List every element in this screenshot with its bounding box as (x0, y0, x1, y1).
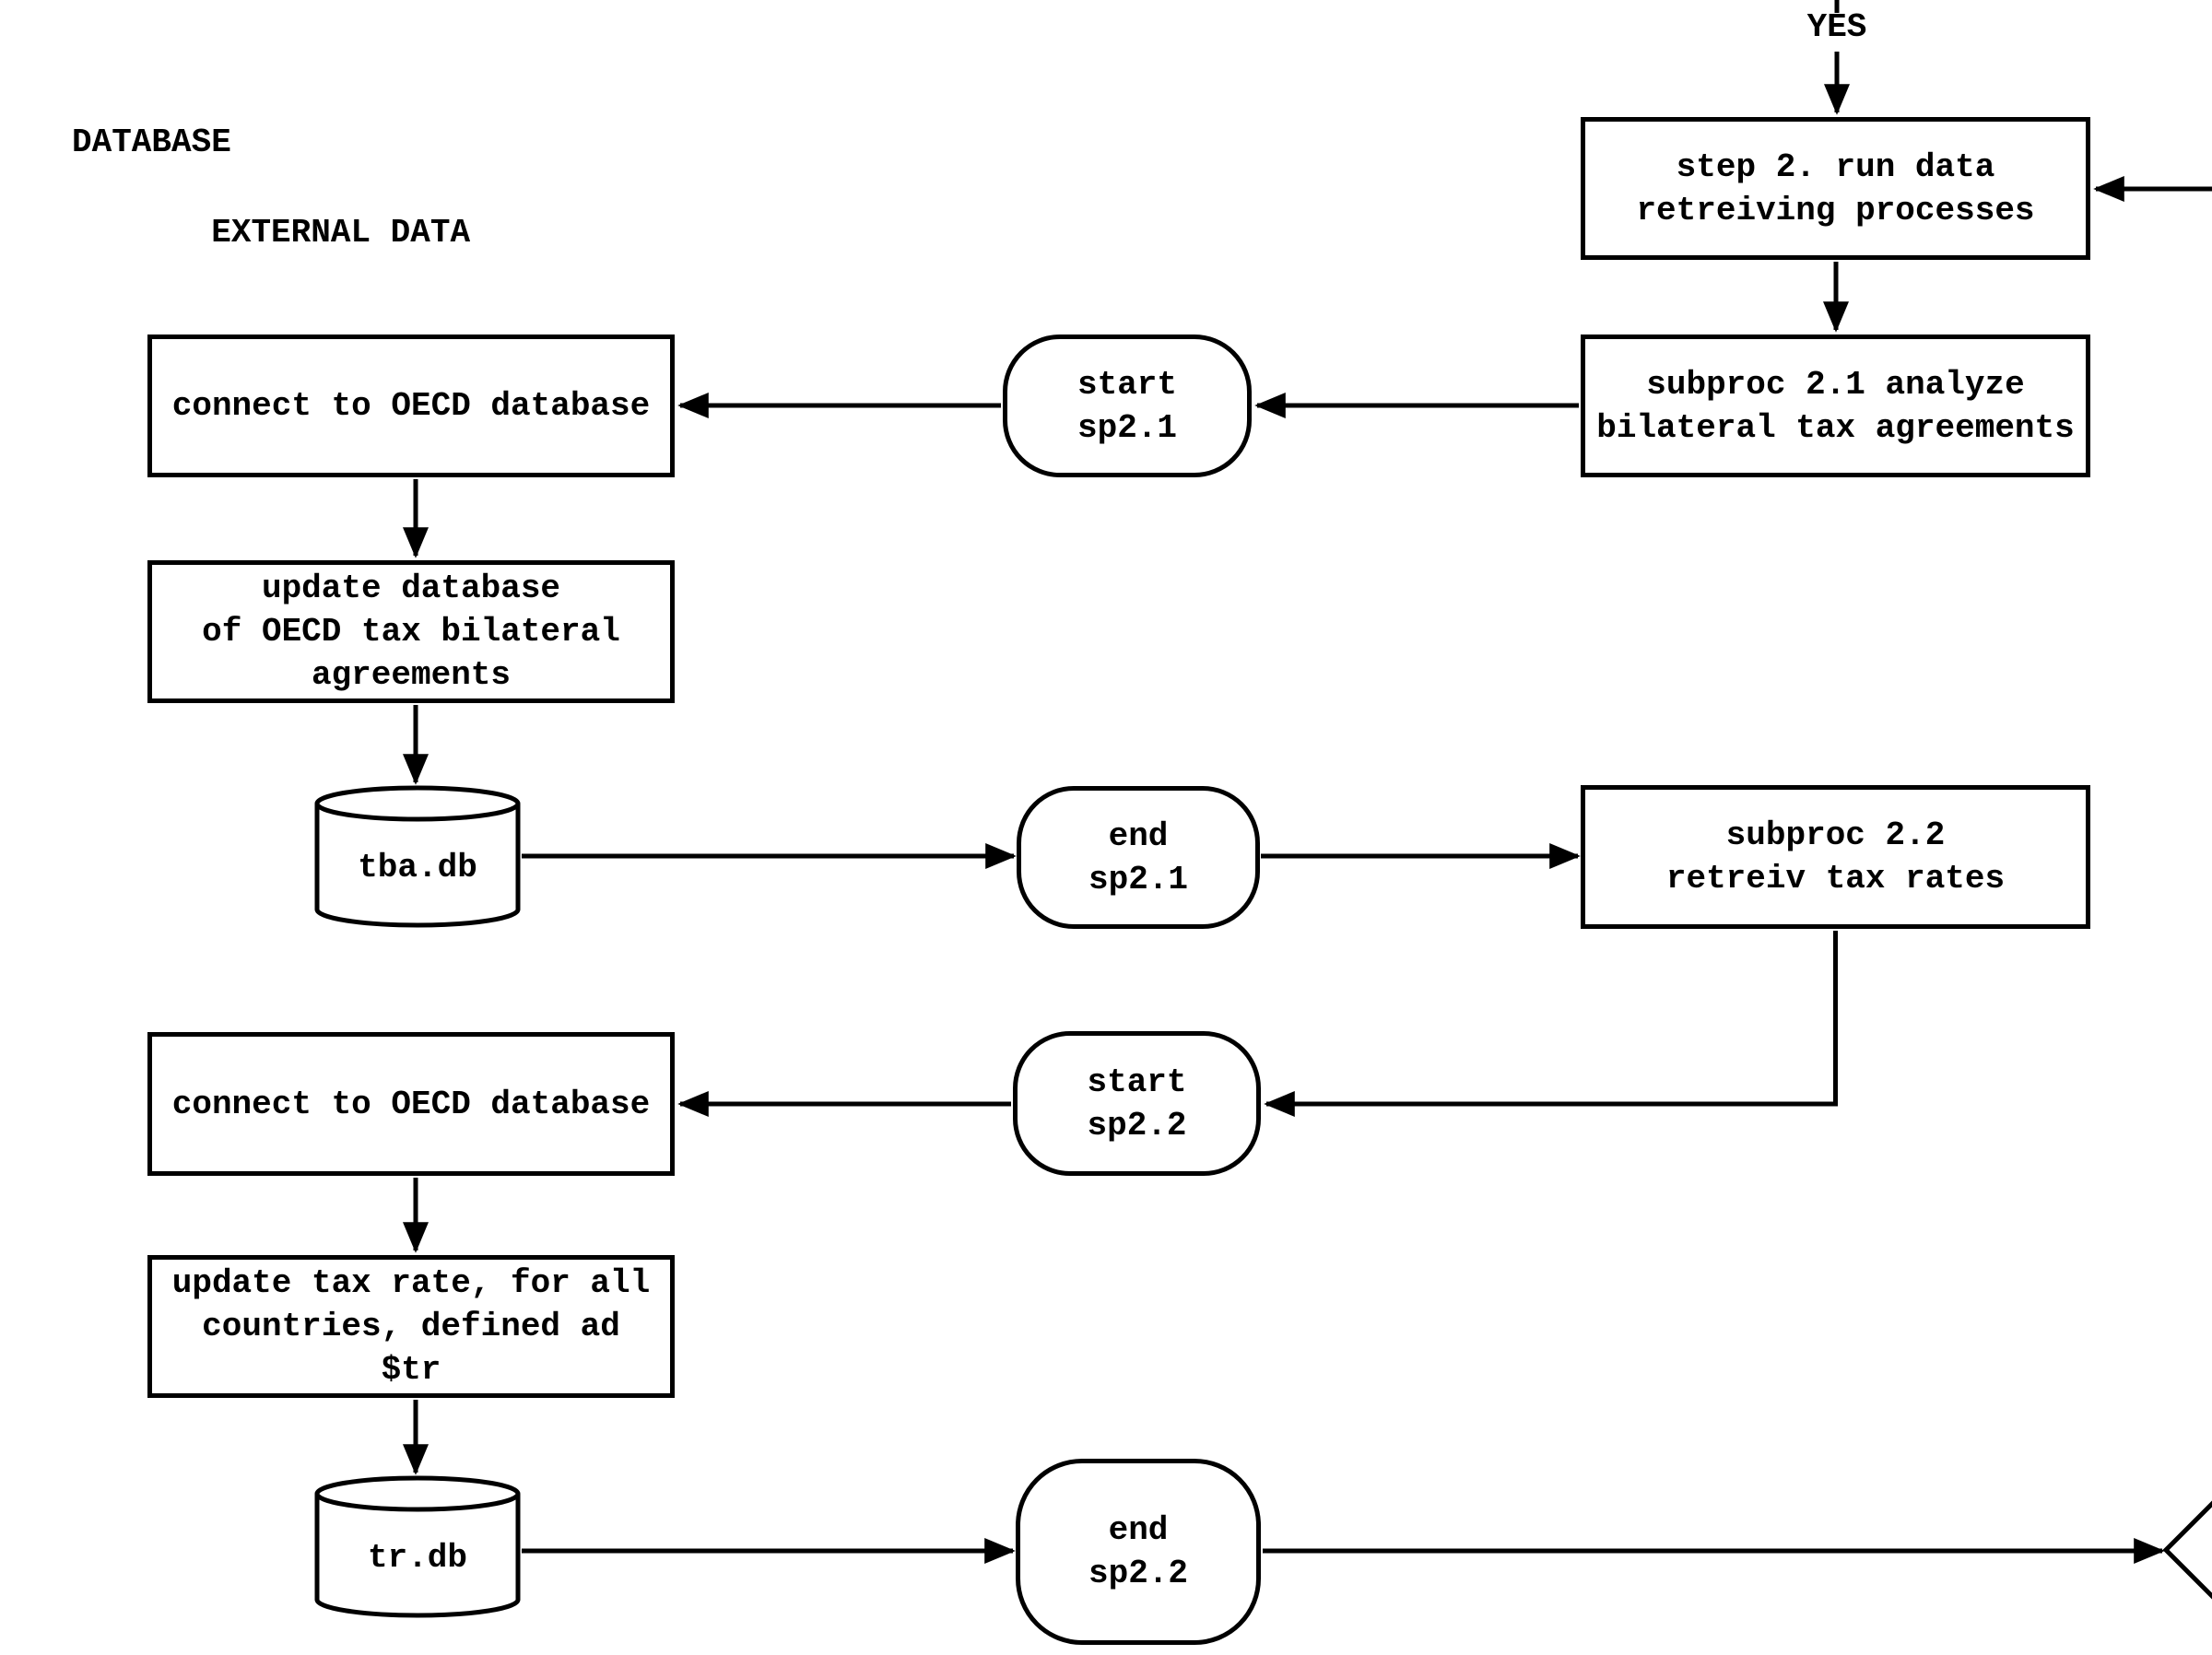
node-start-sp22: start sp2.2 (1013, 1031, 1261, 1176)
end-sp22-line2: sp2.2 (1088, 1555, 1189, 1592)
tba-db-label: tba.db (358, 849, 477, 886)
node-connect-oecd-1: connect to OECD database (147, 335, 675, 477)
node-subproc22: subproc 2.2 retreiv tax rates (1581, 785, 2090, 929)
update-db-line2: of OECD tax bilateral (202, 613, 620, 651)
end-sp21-line1: end (1108, 816, 1169, 855)
edge-subproc22-to-start-sp22 (1264, 931, 1838, 1117)
subproc22-line1: subproc 2.2 (1725, 816, 1946, 854)
connect-oecd-2-line1: connect to OECD database (171, 1085, 651, 1123)
corner-label-line2: EXTERNAL DATA (211, 214, 471, 252)
end-sp21-line2: sp2.1 (1088, 860, 1189, 898)
update-tax-rate-line3: $tr (381, 1351, 441, 1389)
update-db-line3: agreements (311, 656, 512, 694)
node-tr-db: tr.db (314, 1474, 521, 1619)
corner-label-line1: DATABASE (72, 123, 231, 161)
node-connect-oecd-2: connect to OECD database (147, 1032, 675, 1176)
corner-label: DATABASE EXTERNAL DATA (72, 120, 470, 255)
node-update-tax-rate: update tax rate, for all countries, defi… (147, 1255, 675, 1398)
yes-branch-label: YES (1806, 8, 1867, 46)
database-cylinder-icon (314, 1475, 521, 1618)
subproc22-line2: retreiv tax rates (1665, 860, 2006, 898)
step2-line1: step 2. run data (1676, 147, 1995, 186)
start-sp21-line2: sp2.1 (1077, 408, 1178, 447)
node-end-sp22: end sp2.2 (1016, 1459, 1261, 1645)
node-start-sp21: start sp2.1 (1003, 335, 1252, 477)
start-sp21-line1: start (1077, 365, 1178, 404)
offscreen-decision-diamond-edge (2162, 1500, 2212, 1600)
database-cylinder-icon (314, 785, 521, 928)
update-db-line1: update database (261, 569, 561, 607)
node-subproc21: subproc 2.1 analyze bilateral tax agreem… (1581, 335, 2090, 477)
tr-db-label: tr.db (367, 1539, 468, 1577)
start-sp22-line2: sp2.2 (1087, 1106, 1187, 1144)
node-tba-db: tba.db (314, 784, 521, 929)
node-step2: step 2. run data retreiving processes (1581, 117, 2090, 260)
update-tax-rate-line1: update tax rate, for all (171, 1264, 651, 1302)
end-sp22-line1: end (1108, 1511, 1169, 1549)
subproc21-line2: bilateral tax agreements (1596, 408, 2075, 447)
node-update-db: update database of OECD tax bilateral ag… (147, 560, 675, 703)
node-end-sp21: end sp2.1 (1017, 786, 1260, 929)
connect-oecd-1-line1: connect to OECD database (171, 387, 651, 425)
subproc21-line1: subproc 2.1 analyze (1646, 365, 2025, 404)
start-sp22-line1: start (1087, 1062, 1187, 1101)
step2-line2: retreiving processes (1636, 191, 2035, 229)
update-tax-rate-line2: countries, defined ad (202, 1308, 620, 1345)
